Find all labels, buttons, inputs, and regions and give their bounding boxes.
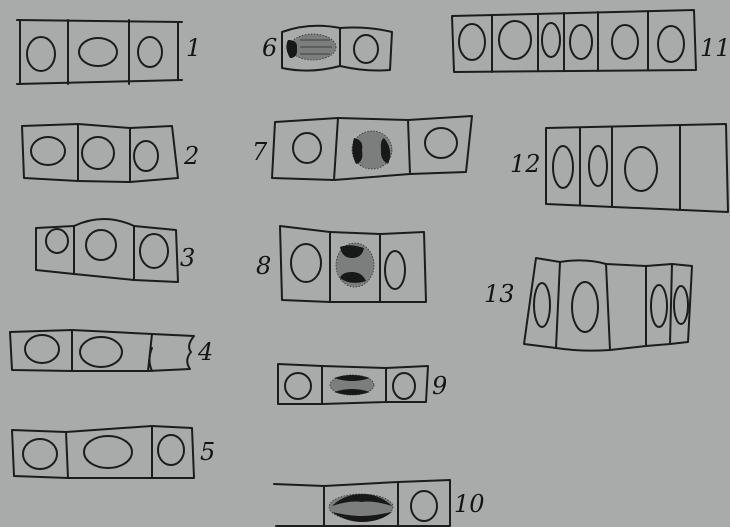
cell-row-2 — [22, 124, 178, 182]
cell-row-1 — [17, 20, 182, 84]
label-10: 10 — [454, 492, 485, 516]
label-12: 12 — [510, 152, 541, 176]
label-11: 11 — [700, 36, 730, 60]
cell-row-7 — [272, 116, 472, 180]
cell-row-8 — [280, 226, 426, 302]
cell-row-5 — [12, 426, 194, 478]
label-5: 5 — [200, 440, 215, 464]
label-2: 2 — [184, 144, 199, 168]
cell-row-9 — [278, 364, 428, 404]
label-4: 4 — [198, 340, 213, 364]
cell-row-11 — [452, 10, 696, 72]
label-1: 1 — [186, 36, 201, 60]
label-3: 3 — [180, 246, 195, 270]
cell-row-6 — [282, 26, 392, 71]
cell-row-10 — [274, 480, 450, 526]
label-9: 9 — [432, 374, 447, 398]
cell-row-4 — [10, 330, 194, 371]
label-6: 6 — [262, 36, 277, 60]
label-7: 7 — [252, 140, 267, 164]
label-13: 13 — [484, 282, 515, 306]
label-8: 8 — [256, 254, 271, 278]
cell-row-13 — [524, 258, 692, 351]
cell-row-3 — [36, 219, 178, 282]
cell-row-12 — [546, 124, 728, 212]
